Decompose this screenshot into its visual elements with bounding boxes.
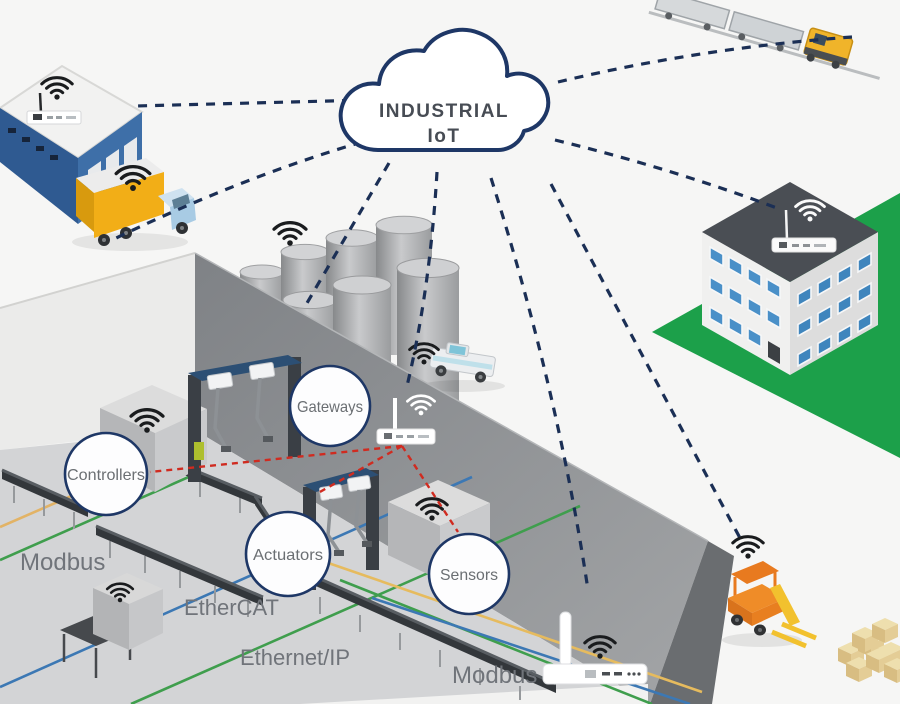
robot-arm — [318, 484, 344, 556]
label-ethercat: EtherCAT — [184, 595, 279, 620]
io-cabinet — [60, 573, 163, 678]
node-actuators: Actuators — [244, 510, 332, 598]
cloud-label-line1: INDUSTRIAL — [379, 101, 509, 122]
cloud-link-plant-wifi-router — [489, 177, 590, 591]
delivery-truck — [72, 158, 196, 251]
wall-end-face — [650, 541, 734, 704]
node-gateways: Gateways — [288, 364, 372, 448]
blue-drop-line — [371, 596, 691, 704]
cloud-link-factory-gateway — [405, 171, 439, 387]
label-modbus-lower: Modbus — [452, 662, 537, 689]
node-bubbles: Gateways Controllers Actuators Sensors — [63, 364, 511, 616]
pickup-truck — [408, 342, 505, 392]
robot-arm — [346, 475, 372, 547]
protocol-labels: Modbus EtherCAT Ethernet/IP Modbus — [20, 549, 537, 689]
cloud-link-warehouse — [134, 98, 369, 108]
cloud-link-freight-train — [557, 35, 853, 84]
robot-arm — [194, 371, 234, 460]
label-ethernet-ip: Ethernet/IP — [240, 645, 350, 670]
warehouse-router — [26, 76, 82, 125]
gateway-link-actuators — [317, 444, 403, 495]
cloud-label-line2: IoT — [428, 126, 461, 147]
node-sensors: Sensors — [427, 532, 511, 616]
forklift — [722, 535, 817, 649]
robot-arm — [248, 361, 276, 442]
node-controllers: Controllers — [63, 431, 149, 517]
plant-wifi-router — [542, 611, 648, 685]
cloud-link-forklift — [549, 183, 742, 539]
label-modbus-upper: Modbus — [20, 549, 105, 576]
iiot-cloud: INDUSTRIAL IoT — [338, 27, 551, 152]
modbus-green-line — [0, 470, 201, 562]
node-gateways-label: Gateways — [297, 399, 363, 416]
node-sensors-label: Sensors — [440, 567, 498, 584]
conveyor-belt — [95, 524, 264, 617]
gateway-link-controllers — [149, 444, 403, 474]
gateway-links — [149, 444, 460, 533]
gateway-router — [376, 394, 436, 445]
cloud-icon — [338, 27, 551, 152]
conveyor-belt — [299, 568, 557, 700]
ethernet-ip-line — [130, 504, 581, 704]
node-actuators-label: Actuators — [253, 547, 323, 564]
office-building — [702, 182, 878, 375]
node-controllers-label: Controllers — [67, 467, 145, 484]
conveyor-belt — [1, 468, 89, 529]
cloud-links — [111, 35, 853, 591]
building-router — [771, 199, 837, 253]
